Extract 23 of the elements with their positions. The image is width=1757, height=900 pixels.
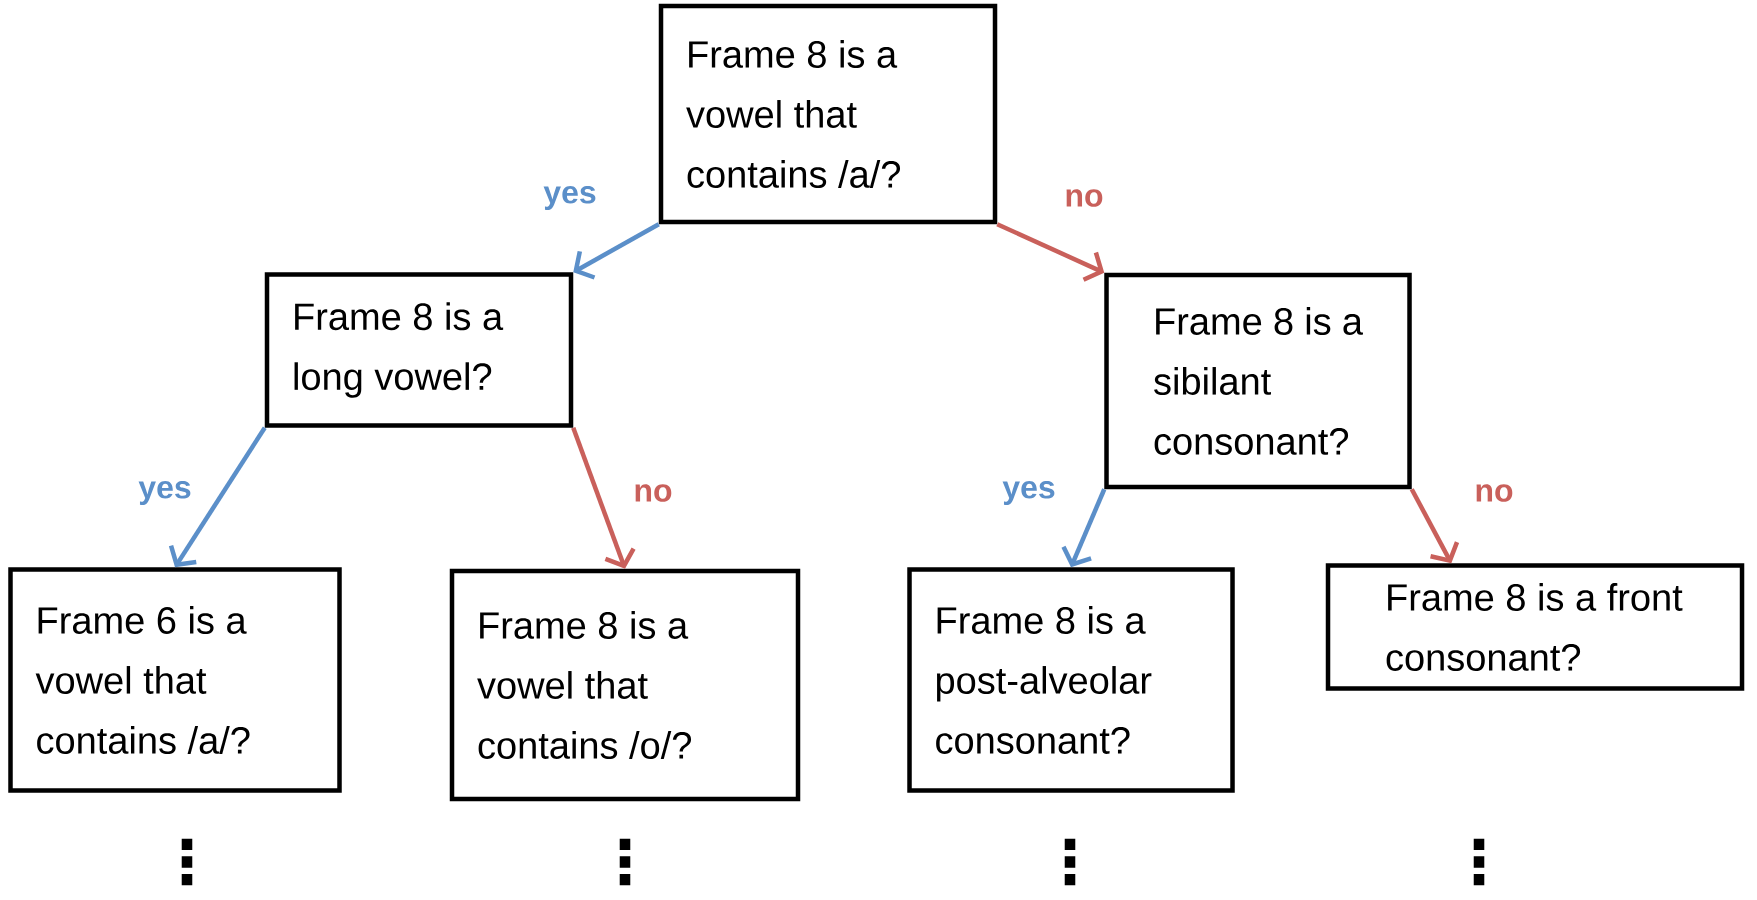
edge-label: no: [1066, 189, 1103, 207]
edge-label: yes: [138, 481, 191, 505]
edge-label: no: [635, 484, 672, 502]
arrow: [571, 426, 636, 569]
question-box: Frame 8 is a sibilant consonant?: [1104, 272, 1412, 490]
edge-label: yes: [1002, 481, 1055, 505]
question-box: Frame 8 is a long vowel?: [264, 272, 574, 428]
question-box: Frame 8 is a post-alveolar consonant?: [907, 567, 1235, 793]
ellipsis: ⋮: [1064, 838, 1076, 886]
arrow: [1061, 488, 1107, 568]
question-box: Frame 6 is a vowel that contains /a/?: [8, 567, 342, 793]
question-box: Frame 8 is a front consonant?: [1325, 563, 1745, 691]
arrow: [573, 222, 660, 280]
ellipsis: ⋮: [619, 838, 631, 886]
edge-label: yes: [543, 186, 596, 210]
arrow: [168, 426, 267, 568]
question-box: Frame 8 is a vowel that contains /o/?: [449, 568, 801, 802]
edge-label: no: [1476, 484, 1513, 502]
ellipsis: ⋮: [1473, 838, 1485, 886]
ellipsis: ⋮: [181, 838, 193, 886]
arrow: [996, 222, 1105, 282]
arrow: [1409, 488, 1460, 564]
question-box: Frame 8 is a vowel that contains /a/?: [658, 3, 998, 225]
